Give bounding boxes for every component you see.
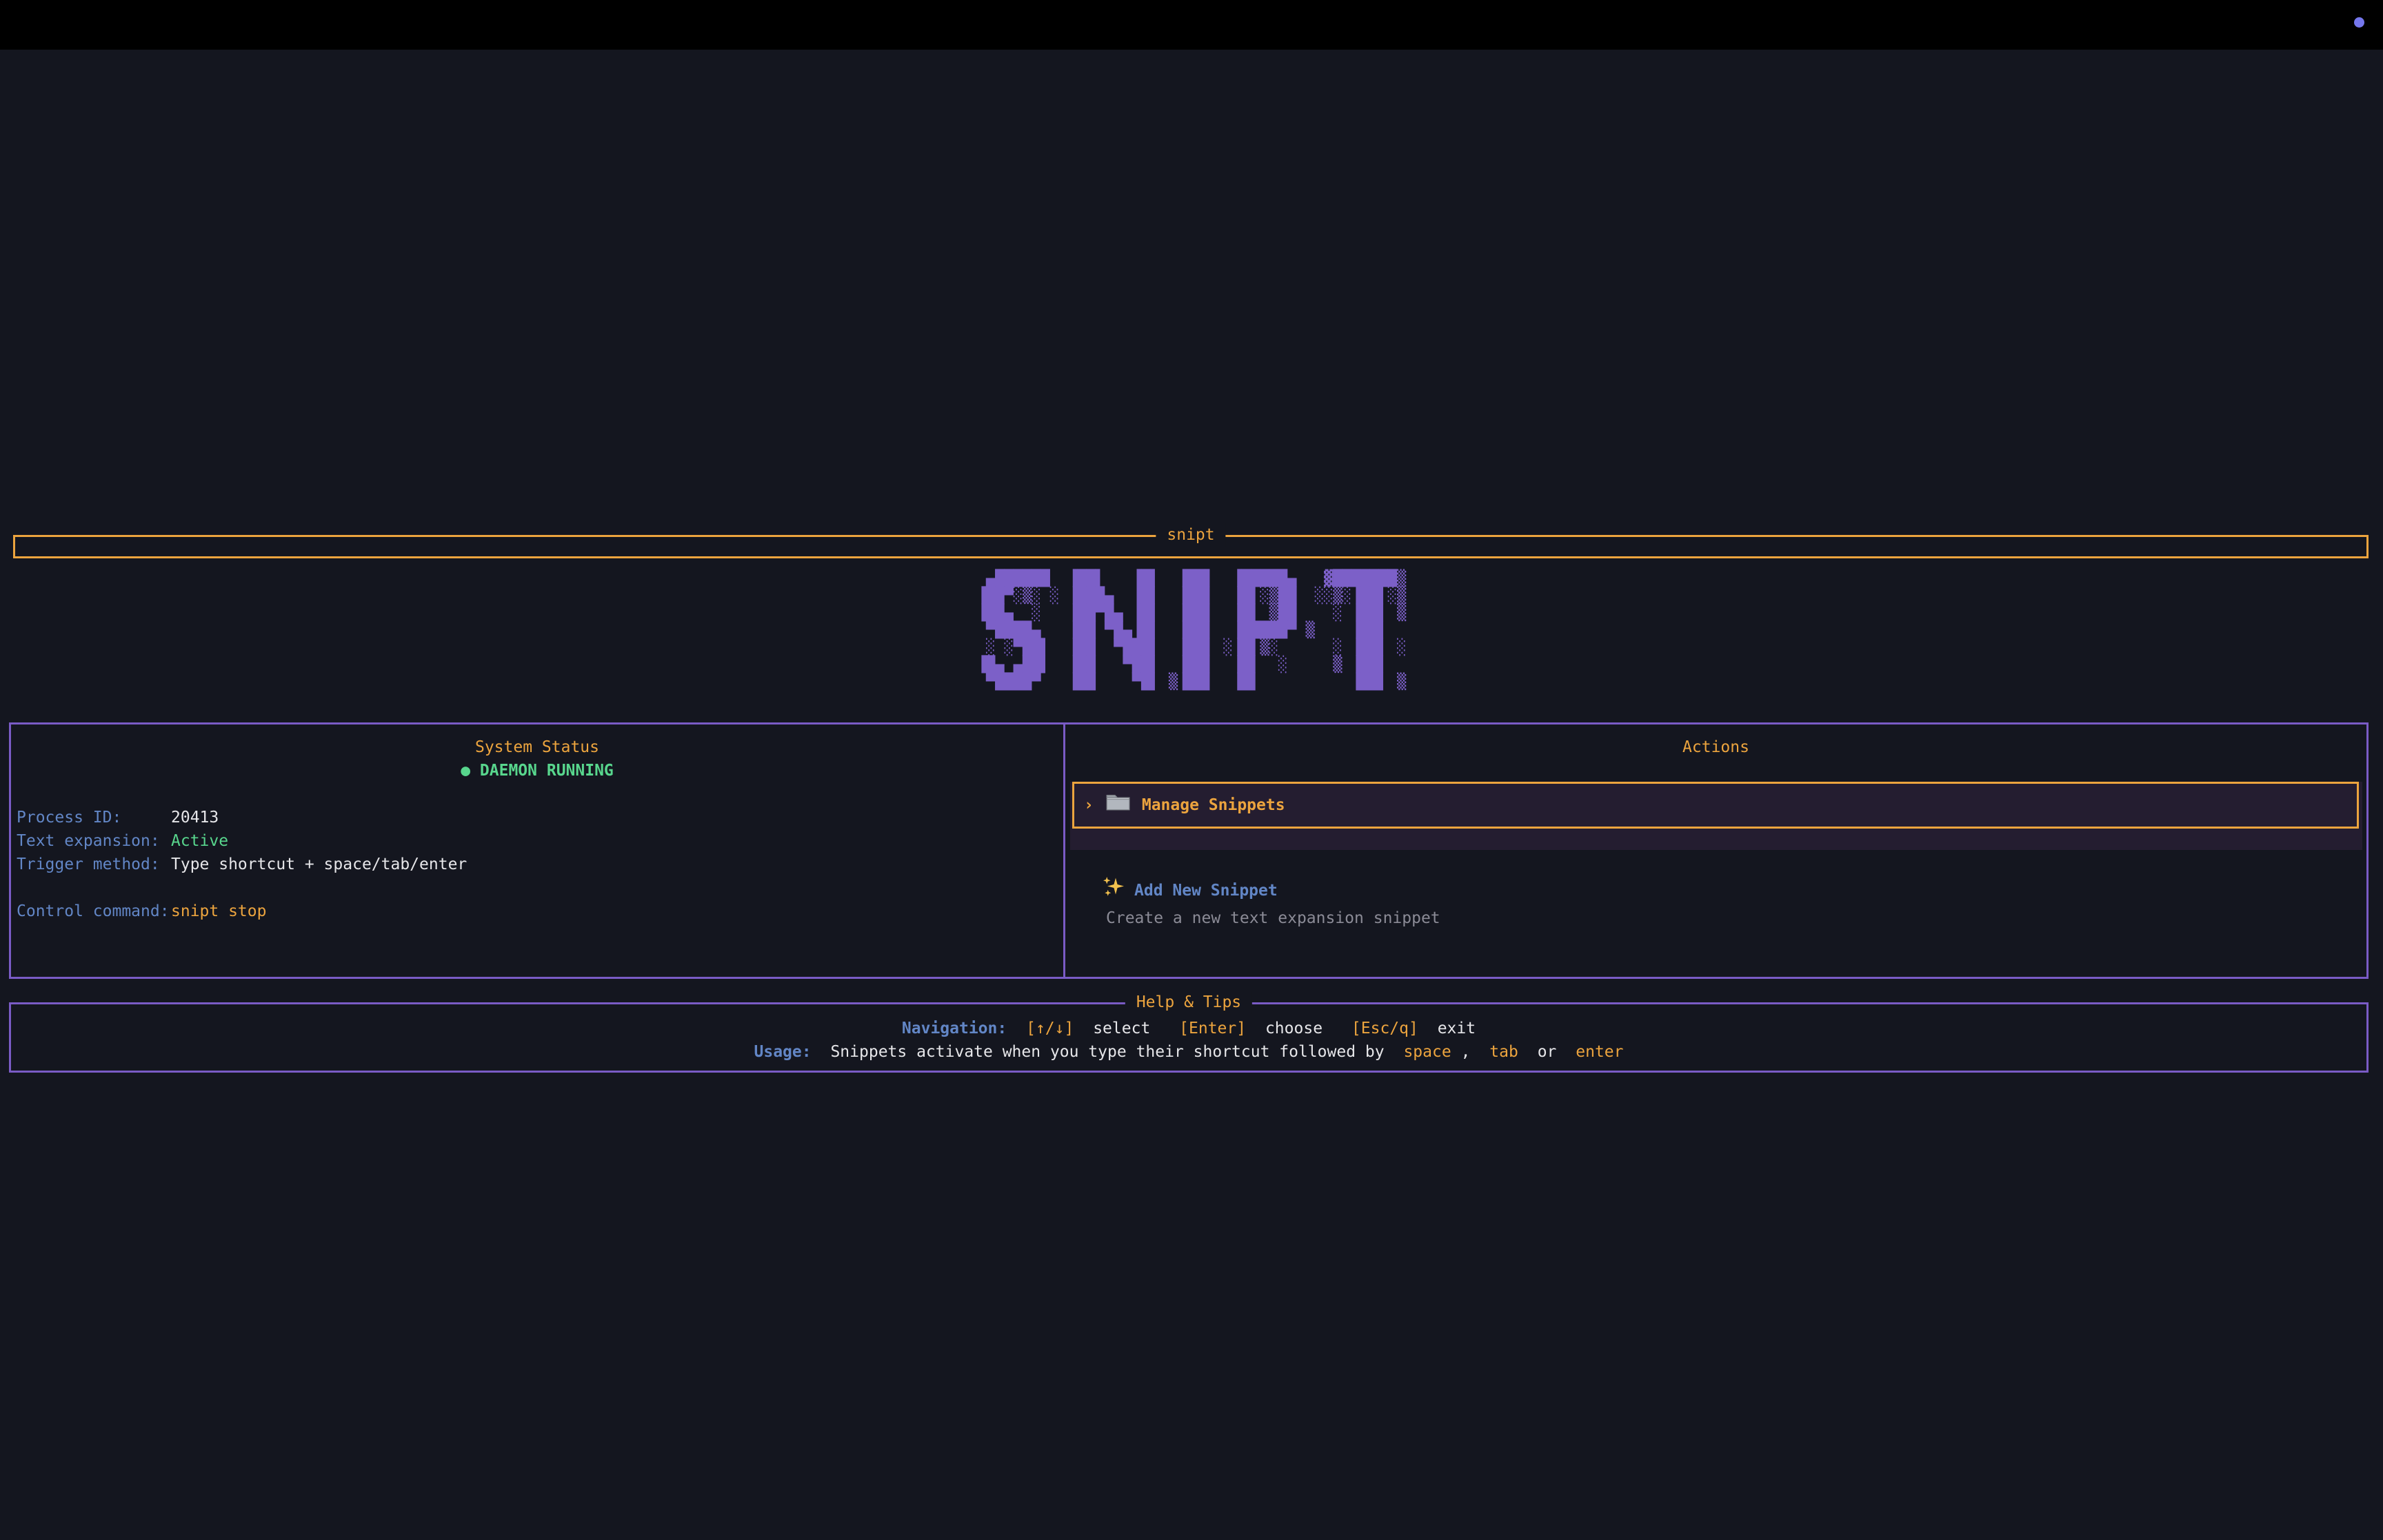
empty-space bbox=[0, 50, 2383, 535]
navigation-label: Navigation: bbox=[901, 1020, 1007, 1037]
help-tips-panel: Help & Tips Navigation: [↑/↓] select [En… bbox=[9, 991, 2369, 1073]
usage-comma: , bbox=[1460, 1043, 1471, 1061]
status-rows: Process ID: 20413 Text expansion: Active… bbox=[11, 806, 1063, 923]
navigation-help-line: Navigation: [↑/↓] select [Enter] choose … bbox=[11, 1017, 2366, 1040]
top-menubar bbox=[0, 0, 2383, 50]
usage-text: Snippets activate when you type their sh… bbox=[830, 1043, 1385, 1061]
trigger-method-label: Trigger method: bbox=[17, 855, 160, 873]
actions-title: Actions bbox=[1682, 738, 1749, 756]
actions-panel: Actions › Manage Snippets bbox=[1063, 722, 2369, 979]
ascii-logo-text: ▄██████ ▐██▌ ▐█▌ ▐██▌ ▐█████▄ ▓███████▒ … bbox=[976, 570, 1407, 691]
spacer bbox=[17, 876, 1063, 900]
key-hint-arrows: [↑/↓] bbox=[1026, 1020, 1074, 1037]
status-row-process-id: Process ID: 20413 bbox=[17, 806, 1063, 829]
text-expansion-label: Text expansion: bbox=[17, 832, 160, 850]
spacer bbox=[11, 782, 1063, 806]
ascii-logo: ▄██████ ▐██▌ ▐█▌ ▐██▌ ▐█████▄ ▓███████▒ … bbox=[0, 570, 2383, 691]
usage-or: or bbox=[1537, 1043, 1557, 1061]
app-title-box: snipt bbox=[13, 523, 2369, 558]
daemon-dot-icon: ● bbox=[461, 762, 471, 780]
add-new-snippet-description: Create a new text expansion snippet bbox=[1106, 909, 1440, 927]
system-status-panel: System Status ● DAEMON RUNNING Process I… bbox=[9, 722, 1065, 979]
daemon-status-text: DAEMON RUNNING bbox=[479, 762, 614, 780]
trigger-method-value: Type shortcut + space/tab/enter bbox=[171, 855, 467, 873]
app-title: snipt bbox=[1156, 523, 1226, 547]
selection-chevron-icon: › bbox=[1084, 796, 1094, 814]
process-id-label: Process ID: bbox=[17, 809, 122, 827]
help-tips-title: Help & Tips bbox=[1125, 991, 1253, 1014]
folder-icon bbox=[1105, 790, 1132, 820]
usage-help-line: Usage: Snippets activate when you type t… bbox=[11, 1040, 2366, 1064]
daemon-status: ● DAEMON RUNNING bbox=[11, 759, 1063, 782]
usage-key-enter: enter bbox=[1576, 1043, 1624, 1061]
action-select: select bbox=[1093, 1020, 1151, 1037]
status-row-text-expansion: Text expansion: Active bbox=[17, 829, 1063, 853]
control-command-value: snipt stop bbox=[171, 902, 267, 920]
text-expansion-value: Active bbox=[171, 832, 229, 850]
usage-label: Usage: bbox=[754, 1043, 812, 1061]
usage-key-tab: tab bbox=[1489, 1043, 1518, 1061]
manage-snippets-selected-box[interactable]: › Manage Snippets bbox=[1072, 782, 2359, 829]
status-row-control-command: Control command: snipt stop bbox=[17, 900, 1063, 923]
manage-snippets-item[interactable]: › Manage Snippets bbox=[1070, 782, 2362, 850]
action-exit: exit bbox=[1437, 1020, 1476, 1037]
system-status-title: System Status bbox=[474, 738, 599, 756]
key-hint-enter: [Enter] bbox=[1179, 1020, 1247, 1037]
add-new-snippet-label: Add New Snippet bbox=[1134, 882, 1278, 900]
key-hint-esc: [Esc/q] bbox=[1351, 1020, 1418, 1037]
usage-key-space: space bbox=[1403, 1043, 1451, 1061]
control-command-label: Control command: bbox=[17, 902, 170, 920]
action-choose: choose bbox=[1265, 1020, 1323, 1037]
add-new-snippet-item[interactable]: Add New Snippet bbox=[1065, 875, 2366, 906]
process-id-value: 20413 bbox=[171, 809, 219, 827]
main-panels: System Status ● DAEMON RUNNING Process I… bbox=[9, 722, 2369, 979]
manage-snippets-label: Manage Snippets bbox=[1141, 796, 1285, 814]
sparkles-icon bbox=[1101, 875, 1126, 906]
menubar-status-dot-icon bbox=[2354, 17, 2364, 28]
status-row-trigger-method: Trigger method: Type shortcut + space/ta… bbox=[17, 853, 1063, 876]
